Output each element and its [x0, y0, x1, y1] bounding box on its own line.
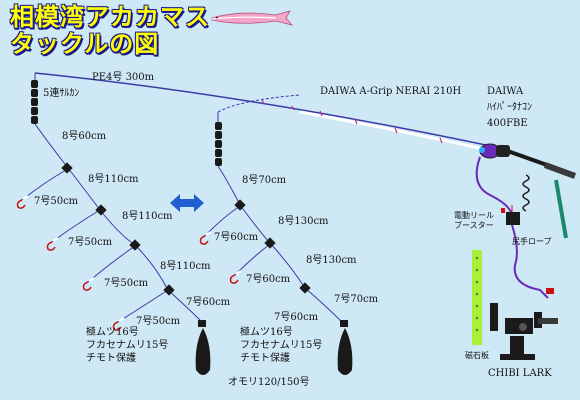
booster-cord — [475, 156, 554, 299]
right-main-5: 7号60cm — [274, 312, 319, 323]
title-line-1: 相模湾アカカマス — [10, 3, 210, 31]
left-branch-1: 7号50cm — [34, 196, 79, 207]
swap-arrow-icon — [170, 194, 204, 212]
left-main-1: 8号60cm — [62, 131, 107, 142]
rope-label: 尻手ロープ — [512, 237, 552, 246]
magnet-board-icon — [472, 250, 482, 345]
reel-label-1: DAIWA — [487, 86, 524, 97]
hook-icons — [16, 199, 239, 331]
magnet-label: 磁石板 — [465, 351, 489, 360]
rod-label: DAIWA A-Grip NERAI 210H — [320, 86, 462, 97]
fish-icon — [211, 10, 294, 26]
booster-label-2: ブースター — [454, 221, 494, 230]
sinker-label: オモリ120/150号 — [228, 377, 310, 388]
title-line-2: タックルの図 — [10, 30, 160, 58]
right-main-4: 7号70cm — [334, 294, 379, 305]
right-hook-note-2: フカセナムリ15号 — [240, 340, 323, 351]
reel-label-3: 400FBE — [487, 118, 528, 129]
page-title: 相模湾アカカマス タックルの図 — [10, 4, 210, 58]
left-hook-note-2: フカセナムリ15号 — [86, 340, 169, 351]
left-branch-3: 7号50cm — [104, 278, 149, 289]
right-hook-note-3: チモト保護 — [240, 353, 290, 364]
right-main-2: 8号130cm — [278, 216, 329, 227]
rod-holder-icon — [490, 303, 558, 360]
line-label: PE4号 300m — [92, 72, 155, 83]
left-rig-lines — [21, 123, 206, 326]
left-main-2: 8号110cm — [88, 174, 139, 185]
swivel-chain-left — [31, 80, 38, 124]
swivel-label: 5連ｻﾙｶﾝ — [43, 88, 80, 99]
right-hook-note-1: 極ムツ16号 — [240, 327, 293, 338]
swivel-chain-right — [215, 122, 222, 166]
right-main-1: 8号70cm — [242, 175, 287, 186]
left-main-3: 8号110cm — [122, 211, 173, 222]
left-branch-4: 7号50cm — [136, 316, 181, 327]
rod — [34, 72, 577, 239]
sinker-icons — [195, 328, 353, 375]
right-main-3: 8号130cm — [306, 255, 357, 266]
reel-label-2: ﾊｲﾊﾟｰﾀﾅｺﾝ — [487, 102, 532, 113]
right-branch-1: 7号60cm — [214, 232, 259, 243]
right-branch-2: 7号60cm — [246, 274, 291, 285]
left-hook-note-1: 極ムツ16号 — [86, 327, 139, 338]
left-main-5: 7号60cm — [186, 297, 231, 308]
reel-icon — [479, 143, 510, 159]
main-line-dashed — [217, 94, 301, 113]
holder-label: CHIBI LARK — [488, 368, 552, 379]
left-hook-note-3: チモト保護 — [86, 353, 136, 364]
hook-sleeves — [22, 195, 242, 322]
left-branch-2: 7号50cm — [68, 237, 113, 248]
left-main-4: 8号110cm — [160, 261, 211, 272]
three-way-swivels — [61, 162, 348, 327]
booster-label-1: 電動リール — [454, 211, 494, 220]
